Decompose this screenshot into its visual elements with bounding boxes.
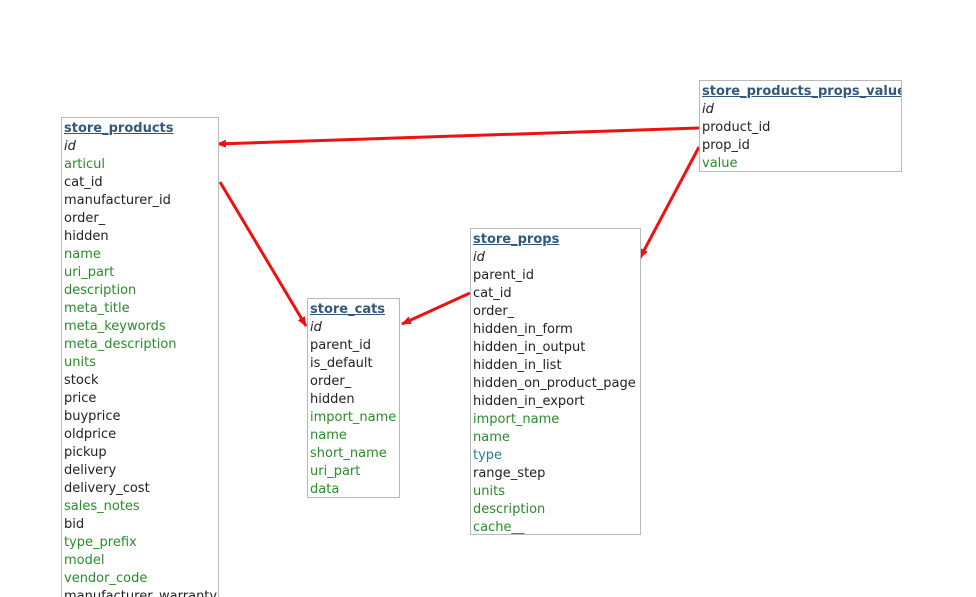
field-store-props-hidden-in-export: hidden_in_export [473, 394, 585, 409]
field-store-products-props-values-id: id [702, 102, 714, 117]
field-store-products-meta-keywords: meta_keywords [64, 319, 166, 334]
field-store-cats-short-name: short_name [310, 446, 387, 461]
field-store-products-model: model [64, 553, 105, 568]
field-store-props-parent-id: parent_id [473, 268, 534, 283]
field-store-products-stock: stock [64, 373, 99, 388]
field-store-products-manufacturer-id: manufacturer_id [64, 193, 171, 208]
table-store-products-props-values: store_products_props_values id product_id… [699, 80, 902, 172]
field-store-props-hidden-in-form: hidden_in_form [473, 322, 573, 337]
field-store-products-props-values-prop-id: prop_id [702, 138, 750, 153]
table-store-products: store_products id articul cat_id manufactur… [61, 117, 219, 597]
field-store-props-cat-id: cat_id [473, 286, 512, 301]
field-store-props-range-step: range_step [473, 466, 546, 481]
field-store-props-cache: cache__ [473, 520, 525, 535]
table-title-store-cats[interactable]: store_cats [310, 302, 386, 317]
field-store-products-delivery: delivery [64, 463, 117, 478]
field-store-products-hidden: hidden [64, 229, 109, 244]
field-store-cats-id: id [310, 320, 322, 335]
field-store-cats-data: data [310, 482, 340, 497]
field-store-cats-import-name: import_name [310, 410, 397, 425]
field-store-cats-name: name [310, 428, 347, 443]
relation-arrow-props-values-prop [638, 146, 701, 259]
field-store-products-name: name [64, 247, 101, 262]
field-store-products-buyprice: buyprice [64, 409, 121, 424]
field-store-products-props-values-product-id: product_id [702, 120, 771, 135]
field-store-products-bid: bid [64, 517, 85, 532]
field-store-props-description: description [473, 502, 546, 517]
field-store-props-type: type [473, 448, 503, 463]
table-title-store-products[interactable]: store_products [64, 121, 174, 136]
field-store-products-id: id [64, 139, 76, 154]
field-store-products-order: order_ [64, 211, 106, 226]
relation-arrow-props-cat [401, 291, 471, 326]
field-store-products-type-prefix: type_prefix [64, 535, 137, 550]
field-store-products-meta-title: meta_title [64, 301, 130, 316]
field-store-props-units: units [473, 484, 505, 499]
field-store-products-delivery-cost: delivery_cost [64, 481, 150, 496]
field-store-props-id: id [473, 250, 485, 265]
field-store-products-description: description [64, 283, 137, 298]
field-store-cats-hidden: hidden [310, 392, 355, 407]
field-store-cats-uri-part: uri_part [310, 464, 361, 479]
field-store-products-articul: articul [64, 157, 106, 172]
table-title-store-props[interactable]: store_props [473, 232, 560, 247]
field-store-products-meta-description: meta_description [64, 337, 177, 352]
field-store-products-pickup: pickup [64, 445, 107, 460]
field-store-props-name: name [473, 430, 510, 445]
field-store-products-vendor-code: vendor_code [64, 571, 148, 586]
field-store-products-oldprice: oldprice [64, 427, 117, 442]
field-store-products-props-values-value: value [702, 156, 738, 171]
field-store-props-hidden-in-list: hidden_in_list [473, 358, 562, 373]
field-store-cats-parent-id: parent_id [310, 338, 371, 353]
table-store-props: store_props id parent_id cat_id order_hidde… [470, 228, 641, 535]
field-store-products-sales-notes: sales_notes [64, 499, 140, 514]
table-title-store-products-props-values[interactable]: store_products_props_values [702, 84, 902, 99]
field-store-props-import-name: import_name [473, 412, 560, 427]
field-store-products-manufacturer-warranty: manufacturer_warranty [64, 589, 218, 597]
field-store-products-price: price [64, 391, 97, 406]
field-store-cats-order: order_ [310, 374, 352, 389]
field-store-props-order: order_ [473, 304, 515, 319]
table-store-cats: store_cats id parent_id is_default order_hi… [307, 298, 400, 498]
relation-arrow-props-values-product [216, 126, 700, 148]
field-store-props-hidden-in-output: hidden_in_output [473, 340, 586, 355]
field-store-products-uri-part: uri_part [64, 265, 115, 280]
field-store-props-hidden-on-product-page: hidden_on_product_page [473, 376, 636, 391]
field-store-products-units: units [64, 355, 96, 370]
field-store-cats-is-default: is_default [310, 356, 373, 371]
relation-arrow-products-cat [218, 181, 308, 327]
field-store-products-cat-id: cat_id [64, 175, 103, 190]
